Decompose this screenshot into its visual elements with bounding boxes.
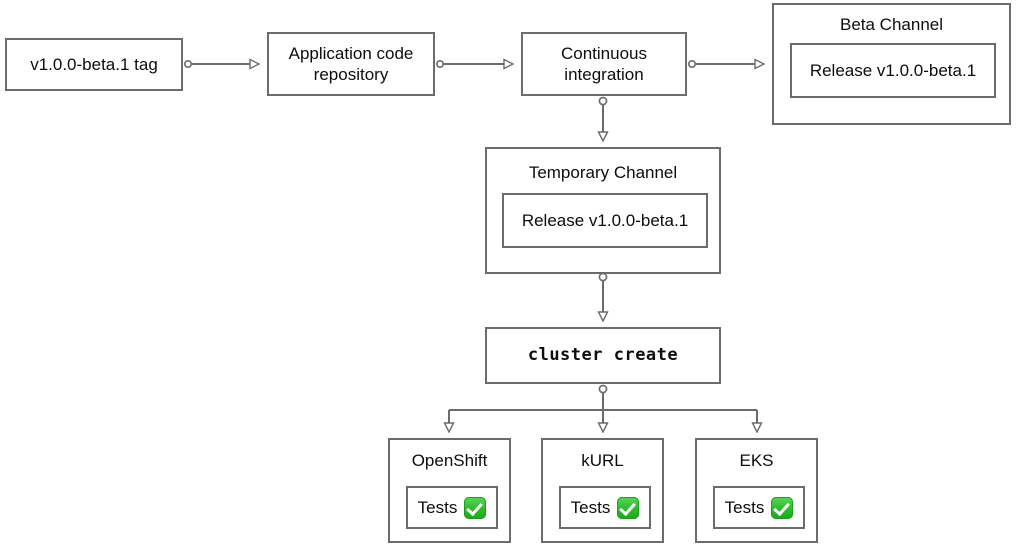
node-temporary-channel-release[interactable]: Release v1.0.0-beta.1 bbox=[502, 193, 708, 248]
node-cluster-create-label: cluster create bbox=[527, 344, 679, 365]
connector-dot-ci-right bbox=[687, 59, 696, 68]
node-continuous-integration[interactable]: Continuous integration bbox=[521, 32, 687, 96]
connector-dot-tag-out bbox=[184, 59, 193, 68]
beta-channel-release-label: Release v1.0.0-beta.1 bbox=[809, 60, 977, 80]
group-temporary-channel-title: Temporary Channel bbox=[528, 163, 678, 182]
node-cluster-create[interactable]: cluster create bbox=[485, 327, 721, 384]
group-kurl-title: kURL bbox=[581, 451, 624, 470]
group-eks[interactable]: EKS Tests bbox=[695, 438, 818, 543]
group-openshift-title: OpenShift bbox=[411, 451, 488, 470]
openshift-tests-label: Tests bbox=[417, 497, 458, 517]
green-check-icon bbox=[617, 496, 640, 519]
openshift-tests-status[interactable]: Tests bbox=[406, 486, 498, 529]
connector-dot-cluster-create-bottom bbox=[598, 384, 608, 394]
eks-tests-label: Tests bbox=[724, 497, 765, 517]
group-temporary-channel[interactable]: Temporary Channel Release v1.0.0-beta.1 bbox=[485, 147, 721, 274]
group-beta-channel[interactable]: Beta Channel Release v1.0.0-beta.1 bbox=[772, 3, 1011, 125]
temporary-channel-release-label: Release v1.0.0-beta.1 bbox=[521, 210, 689, 230]
connector-dot-ci-bottom bbox=[598, 96, 608, 106]
group-kurl[interactable]: kURL Tests bbox=[541, 438, 664, 543]
green-check-icon bbox=[464, 496, 487, 519]
eks-tests-status[interactable]: Tests bbox=[713, 486, 805, 529]
green-check-icon bbox=[771, 496, 794, 519]
node-repo-label: Application code repository bbox=[288, 43, 414, 84]
node-application-code-repository[interactable]: Application code repository bbox=[267, 32, 435, 96]
node-tag[interactable]: v1.0.0-beta.1 tag bbox=[5, 38, 183, 91]
node-tag-label: v1.0.0-beta.1 tag bbox=[30, 54, 158, 74]
node-ci-label: Continuous integration bbox=[560, 43, 647, 84]
kurl-tests-label: Tests bbox=[570, 497, 611, 517]
group-eks-title: EKS bbox=[739, 451, 774, 470]
connector-dot-repo-out bbox=[435, 59, 444, 68]
kurl-tests-status[interactable]: Tests bbox=[559, 486, 651, 529]
group-beta-channel-title: Beta Channel bbox=[839, 15, 944, 34]
connector-dot-temporary-bottom bbox=[598, 272, 608, 282]
node-beta-channel-release[interactable]: Release v1.0.0-beta.1 bbox=[790, 43, 996, 98]
group-openshift[interactable]: OpenShift Tests bbox=[388, 438, 511, 543]
